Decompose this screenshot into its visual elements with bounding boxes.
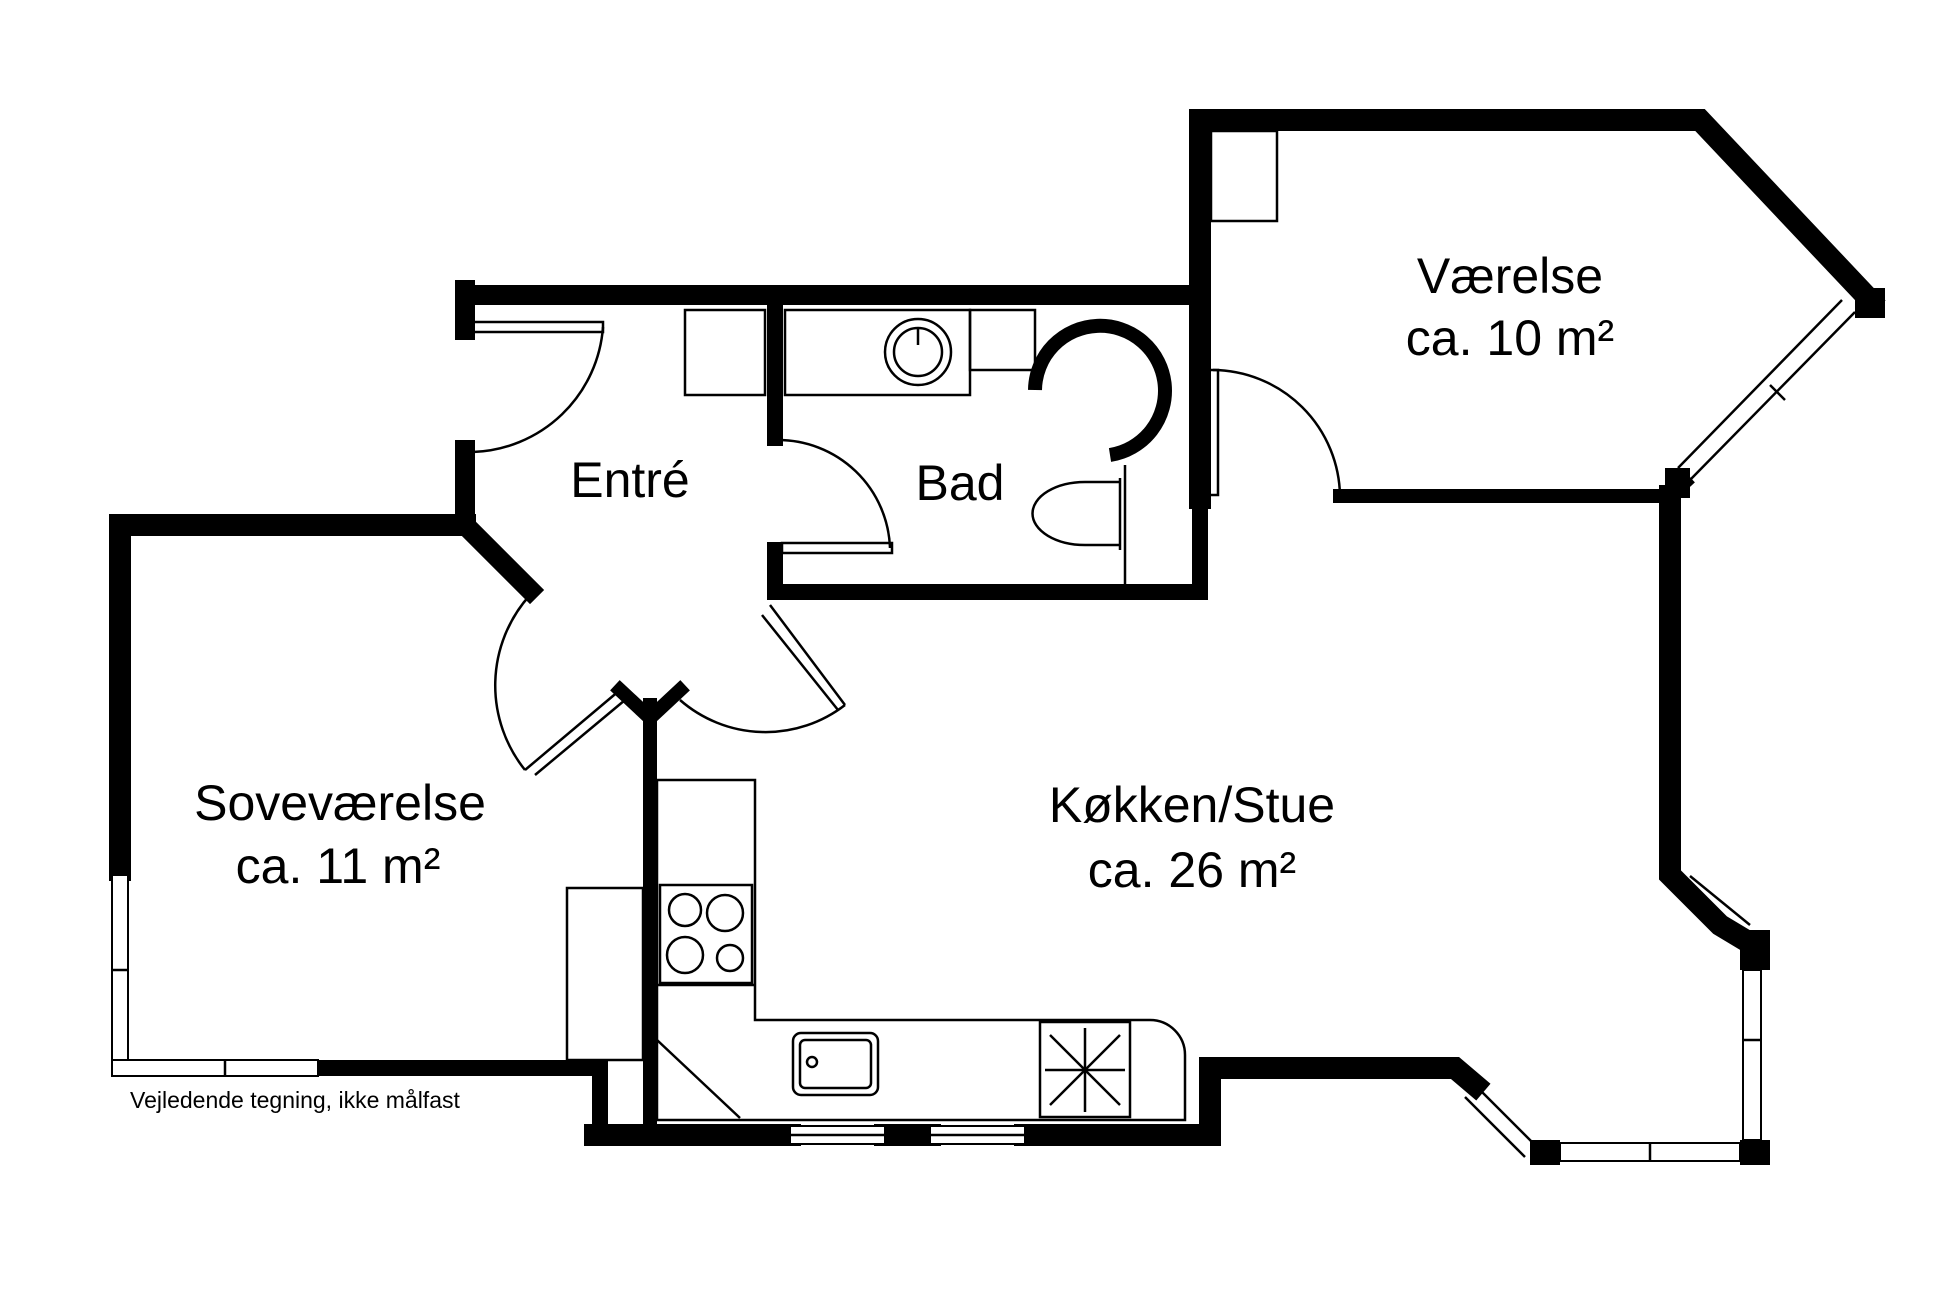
wall-livingroom-right <box>1659 485 1761 956</box>
doors <box>471 320 1342 776</box>
room-name-bad: Bad <box>916 455 1005 511</box>
wall-corner-2 <box>1740 1140 1770 1165</box>
toilet-icon <box>1031 478 1122 550</box>
window-bay-diagonal-right <box>1679 875 1751 936</box>
window-vaerelse <box>1677 299 1856 481</box>
window-sovevaerelse-bottom <box>111 1059 319 1077</box>
wardrobe-sovevaerelse <box>565 886 645 1062</box>
kitchen-counter <box>655 778 1187 1122</box>
windows <box>111 299 1856 1162</box>
wall-partition-top <box>610 680 690 728</box>
wall-bad-bottom <box>767 490 1208 600</box>
wall-corner-3 <box>1740 930 1770 970</box>
room-name-sovevaerelse: Soveværelse <box>194 775 486 831</box>
door-kitchen <box>679 604 846 734</box>
wall-vaerelse <box>1189 109 1886 509</box>
fixtures <box>565 129 1279 1122</box>
wardrobe-entre <box>683 308 767 397</box>
door-bad <box>777 438 894 555</box>
wall-corner-5 <box>1665 468 1690 498</box>
sink-icon <box>883 317 953 387</box>
room-area-sovevaerelse: ca. 11 m² <box>236 838 441 894</box>
stove-icon <box>658 883 754 985</box>
walls <box>109 109 1886 1165</box>
window-sovevaerelse-left <box>111 874 129 1076</box>
bath-cabinet <box>968 308 1037 372</box>
disclaimer-note: Vejledende tegning, ikke målfast <box>130 1087 460 1113</box>
room-name-vaerelse: Værelse <box>1417 248 1603 304</box>
wall-vaerelse-bottom <box>1333 472 1695 503</box>
wall-corner-4 <box>1855 288 1885 318</box>
kitchen-sink-icon <box>791 1031 880 1097</box>
room-name-koekken: Køkken/Stue <box>1049 777 1335 833</box>
window-kitchen-1 <box>789 1125 886 1145</box>
room-area-koekken: ca. 26 m² <box>1088 842 1296 898</box>
door-entrance <box>471 320 605 454</box>
window-bay-right <box>1742 969 1762 1141</box>
door-vaerelse <box>1206 368 1342 497</box>
closet-vaerelse <box>1209 129 1279 223</box>
window-bay-bottom <box>1559 1142 1741 1162</box>
window-bay-diagonal-left <box>1464 1084 1536 1158</box>
room-name-entre: Entré <box>570 452 690 508</box>
wall-sovevaerelse-top <box>109 514 476 881</box>
room-area-vaerelse: ca. 10 m² <box>1406 310 1614 366</box>
extractor-icon <box>1038 1020 1132 1119</box>
wall-bottom-right <box>1014 1057 1491 1146</box>
door-sovevaerelse <box>494 594 626 776</box>
shower-icon <box>1028 318 1172 590</box>
wall-sovevaerelse-bottom <box>312 1060 608 1143</box>
window-kitchen-2 <box>929 1125 1026 1145</box>
labels: Værelse ca. 10 m² Entré Bad Soveværelse … <box>130 248 1614 1113</box>
